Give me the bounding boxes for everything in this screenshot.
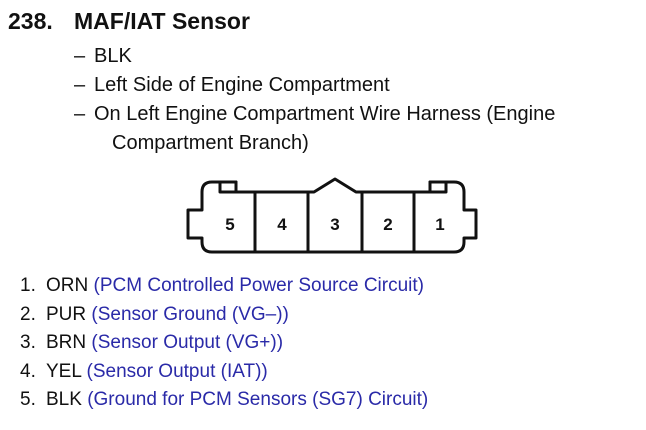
pin-number: 1. [20, 275, 36, 296]
section-title: MAF/IAT Sensor [74, 8, 250, 34]
wire-color: ORN [46, 275, 89, 296]
pin-number: 4. [20, 360, 36, 382]
connector-color: BLK [94, 45, 132, 67]
list-item: 2. PUR (Sensor Ground (VG–)) [20, 301, 428, 330]
list-item: 5. BLK (Ground for PCM Sensors (SG7) Circ… [20, 386, 428, 415]
harness-line-1: On Left Engine Compartment Wire Harness … [94, 103, 556, 125]
circuit-description: (Sensor Output (IAT)) [86, 360, 268, 382]
list-item: 1. ORN (PCM Controlled Power Source Circu… [20, 272, 428, 301]
page-title: 238. MAF/IAT Sensor [8, 8, 250, 35]
wire-color: BRN [46, 332, 87, 353]
connector-details: – BLK – Left Side of Engine Compartment … [74, 42, 555, 158]
connector-diagram: 5 4 3 2 1 [186, 177, 478, 254]
wire-color: YEL [46, 360, 82, 382]
latch-right [428, 180, 448, 194]
wire-color: PUR [46, 303, 87, 325]
detail-location: – Left Side of Engine Compartment [74, 71, 555, 100]
list-item: 3. BRN (Sensor Output (VG+)) [20, 329, 428, 358]
terminal-label: 4 [277, 215, 287, 234]
dash-bullet: – [74, 103, 86, 125]
terminal-label: 3 [330, 215, 339, 234]
list-item: 4. YEL (Sensor Output (IAT)) [20, 358, 428, 387]
terminal-label: 2 [383, 215, 392, 234]
terminal-label: 1 [435, 215, 444, 234]
connector-location: Left Side of Engine Compartment [94, 74, 390, 96]
detail-harness: – On Left Engine Compartment Wire Harnes… [74, 100, 555, 158]
circuit-description: (PCM Controlled Power Source Circuit) [93, 275, 425, 296]
terminal-label: 5 [225, 215, 234, 234]
dash-bullet: – [74, 45, 86, 67]
connector-outline [186, 177, 478, 254]
pin-number: 3. [20, 332, 36, 353]
circuit-description: (Ground for PCM Sensors (SG7) Circuit) [87, 389, 429, 410]
pin-list: 1. ORN (PCM Controlled Power Source Circu… [20, 272, 428, 415]
circuit-description: (Sensor Ground (VG–)) [91, 303, 289, 325]
detail-color: – BLK [74, 42, 555, 71]
pin-number: 2. [20, 303, 36, 325]
latch-left [218, 180, 238, 194]
circuit-description: (Sensor Output (VG+)) [91, 332, 284, 353]
wire-color: BLK [46, 389, 82, 410]
section-number: 238. [8, 8, 53, 34]
dash-bullet: – [74, 74, 86, 96]
harness-line-2: Compartment Branch) [112, 132, 309, 154]
pin-number: 5. [20, 389, 36, 410]
